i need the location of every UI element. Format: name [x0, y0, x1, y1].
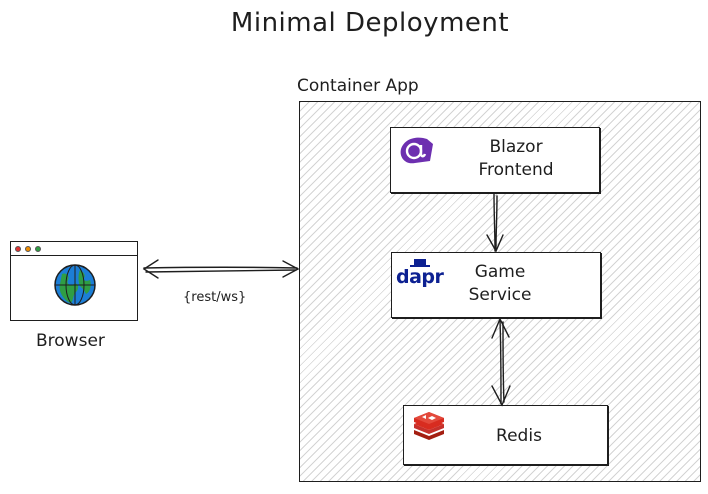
blazor-frontend-node[interactable]: Blazor Frontend [390, 127, 600, 193]
browser-label: Browser [36, 331, 105, 351]
rest-ws-edge-label: {rest/ws} [183, 290, 247, 305]
redis-node[interactable]: Redis [403, 405, 608, 465]
diagram-title: Minimal Deployment [230, 8, 510, 38]
redis-label: Redis [496, 426, 542, 446]
browser-maximize-dot [35, 246, 41, 252]
blazor-to-game-arrow [486, 193, 504, 253]
game-line1: Game [474, 262, 526, 282]
game-redis-arrow [491, 317, 511, 407]
blazor-line2: Frontend [478, 160, 554, 180]
game-service-node[interactable]: dapr Game Service [391, 252, 601, 318]
browser-close-dot [15, 246, 21, 252]
browser-title-bar [11, 242, 137, 256]
container-app-label: Container App [297, 76, 419, 96]
browser-minimize-dot [25, 246, 31, 252]
game-line2: Service [468, 285, 532, 305]
dapr-logo-text: dapr [396, 266, 444, 288]
redis-icon [414, 412, 444, 440]
blazor-icon [400, 137, 433, 164]
dapr-icon: dapr [396, 257, 444, 291]
blazor-line1: Blazor [489, 137, 543, 157]
browser-node[interactable] [10, 241, 138, 321]
browser-container-arrow [142, 259, 300, 279]
globe-icon [54, 264, 96, 306]
